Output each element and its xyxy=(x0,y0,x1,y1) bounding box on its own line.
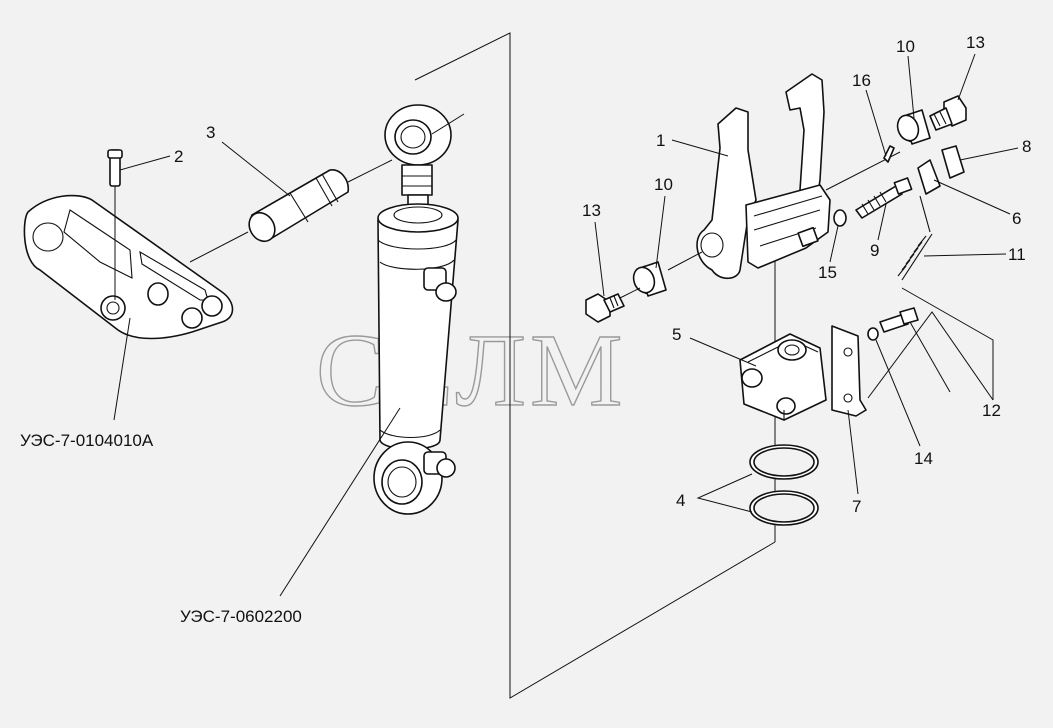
leader-15 xyxy=(829,225,839,263)
bushing-part-10-right xyxy=(896,109,931,145)
fork-axis-line xyxy=(667,251,703,271)
watermark-text: СЕЛМ xyxy=(316,313,627,428)
label-13-left: 13 xyxy=(582,201,601,220)
leader-6 xyxy=(933,179,1011,215)
label-10-left: 10 xyxy=(654,175,673,194)
leader-12-bolt xyxy=(909,321,951,393)
block-part-5 xyxy=(739,333,827,421)
leader-5 xyxy=(689,337,757,367)
label-14: 14 xyxy=(914,449,933,468)
bushing-part-10-left xyxy=(632,261,667,297)
label-7: 7 xyxy=(852,497,861,516)
leader-12-upper xyxy=(901,287,994,400)
label-12: 12 xyxy=(982,401,1001,420)
rings-part-4 xyxy=(749,444,819,526)
leader-3 xyxy=(221,141,291,197)
label-8: 8 xyxy=(1022,137,1031,156)
lever-arm-part xyxy=(23,194,234,340)
bolt-part-2 xyxy=(107,149,123,187)
plate-part-6 xyxy=(917,159,941,195)
leader-13-left xyxy=(594,221,605,297)
leader-1 xyxy=(671,139,729,157)
bracket-part-7 xyxy=(831,325,867,417)
pin-axis-line xyxy=(189,231,249,263)
leader-9 xyxy=(877,203,887,241)
label-13-right: 13 xyxy=(966,33,985,52)
cotter-pin-part-16 xyxy=(883,145,895,163)
screw-part-13-right xyxy=(929,95,967,131)
label-16: 16 xyxy=(852,71,871,90)
bolt-part-12 xyxy=(879,307,919,333)
label-4: 4 xyxy=(676,491,685,510)
label-2: 2 xyxy=(174,147,183,166)
cylinder-eye-axis xyxy=(431,113,465,135)
leader-13-right xyxy=(957,53,976,101)
label-assembly-cylinder: УЭС-7-0602200 xyxy=(180,607,302,626)
leader-2 xyxy=(119,155,171,171)
retaining-ring-part-15 xyxy=(833,209,847,227)
washer-part-14 xyxy=(867,327,879,341)
screw-axis-line xyxy=(619,287,641,299)
clip-part-8 xyxy=(941,145,965,179)
leader-16 xyxy=(865,89,887,157)
pin-part-3 xyxy=(248,169,350,243)
label-5: 5 xyxy=(672,325,681,344)
label-9: 9 xyxy=(870,241,879,260)
label-6: 6 xyxy=(1012,209,1021,228)
label-10-right: 10 xyxy=(896,37,915,56)
leader-14 xyxy=(875,339,921,447)
label-1: 1 xyxy=(656,131,665,150)
leader-8 xyxy=(959,147,1019,161)
fork-part-1 xyxy=(696,73,831,280)
hydraulic-cylinder-part xyxy=(373,104,459,515)
label-11: 11 xyxy=(1008,245,1026,264)
leader-assembly-arm xyxy=(113,317,131,421)
assembly-bracket-line xyxy=(414,32,776,699)
leader-7 xyxy=(847,409,859,495)
leader-11 xyxy=(923,253,1007,257)
spring-part-11 xyxy=(897,195,933,281)
leader-12-lower xyxy=(867,311,994,401)
leader-10-right xyxy=(907,55,915,119)
leader-assembly-cylinder xyxy=(279,407,401,597)
label-3: 3 xyxy=(206,123,215,142)
screw-part-13-left xyxy=(585,293,625,323)
spring-pin-part-9 xyxy=(855,177,913,219)
pin-axis-line-2 xyxy=(347,159,393,183)
label-15: 15 xyxy=(818,263,837,282)
leader-4 xyxy=(696,473,753,513)
leader-10-left xyxy=(655,195,666,269)
label-assembly-arm: УЭС-7-0104010А xyxy=(20,431,154,450)
